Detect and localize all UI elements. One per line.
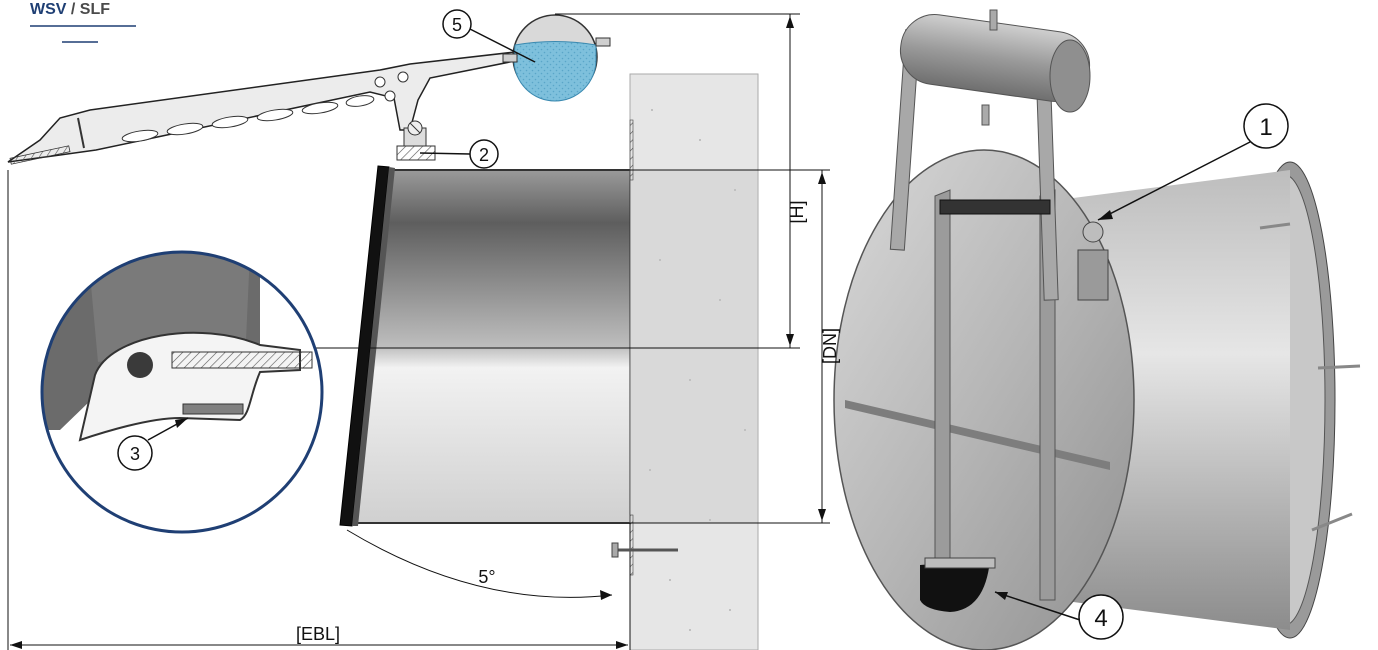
svg-text:WSV / SLF: WSV / SLF [30,1,110,18]
dim-diameter-label: [DN] [820,328,840,364]
logo-primary: WSV [30,1,67,18]
callout-1-label: 1 [1259,114,1272,141]
dim-angle-label: 5° [478,567,495,587]
callout-4-circle [1078,594,1124,640]
logo-secondary: SLF [80,1,110,18]
seal-detail [40,250,324,534]
callout-arrows [175,210,1113,600]
flap-lid [339,165,395,527]
callout-5-label: 5 [452,15,462,35]
callout-2-circle [469,139,499,169]
pipe-section [342,119,758,576]
callout-bubbles [117,9,1289,640]
callout-leaders [147,27,1251,621]
lever-arm [7,51,522,165]
anchor-bolt [611,542,678,558]
dim-length-label: [EBL] [296,624,340,644]
callout-1-circle [1243,103,1289,149]
logo-separator: / [66,1,79,18]
callout-5-circle [442,9,472,39]
flap-valve-3d [833,9,1361,650]
callout-2-label: 2 [479,145,489,165]
float [502,14,611,102]
dimension-arrows [10,16,826,649]
dimension-lines [7,13,830,650]
callout-3-label: 3 [130,444,140,464]
callout-3-circle [117,435,153,471]
callout-4-label: 4 [1094,605,1107,632]
logo: WSV / SLF [30,1,136,43]
dim-height-label: [H] [787,200,807,223]
